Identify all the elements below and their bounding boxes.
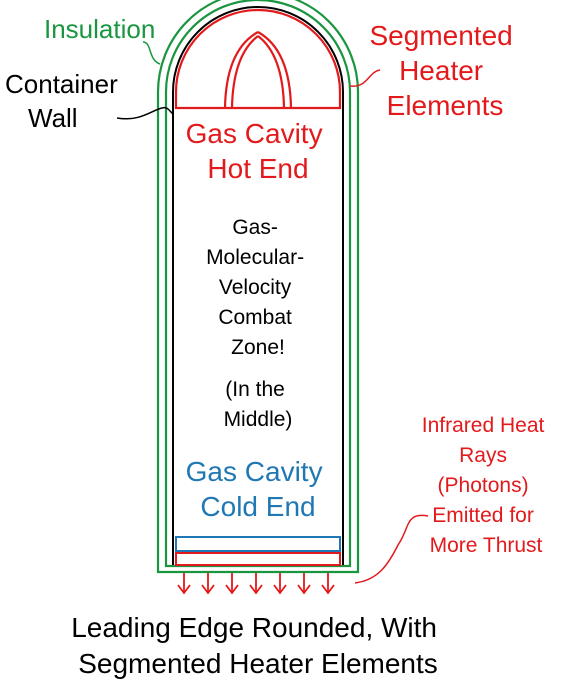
hot-end-label: Gas Cavity Hot End [186,118,331,184]
infrared-arrow [177,573,191,595]
cold-end-label: Gas Cavity Cold End [186,456,331,522]
container-wall-leader-line [116,106,174,120]
container-wall [172,6,344,565]
segmented-heater-label: Segmented Heater Elements [370,20,521,121]
infrared-arrow [297,573,311,595]
infrared-arrow [273,573,287,595]
container-wall-label: Container Wall [5,69,125,133]
segmented-heater-dome [174,8,342,110]
combat-zone-label: Gas- Molecular- Velocity Combat Zone! [206,216,310,359]
infrared-arrow [225,573,239,595]
insulation-leader-line [142,41,161,65]
insulation-layer-outer [156,0,360,574]
cold-end-plates [175,536,341,566]
insulation-layer-inner [164,0,352,568]
insulation-label: Insulation [44,14,155,44]
infrared-arrow [321,573,335,595]
caption: Leading Edge Rounded, With Segmented Hea… [71,612,445,679]
infrared-leader-line [354,514,429,584]
heater-leader-line [349,69,381,87]
infrared-arrow [201,573,215,595]
middle-note-label: (In the Middle) [224,378,293,431]
infrared-arrow [249,573,263,595]
infrared-arrows [177,573,335,595]
infrared-label: Infrared Heat Rays (Photons) Emitted for… [422,414,550,557]
